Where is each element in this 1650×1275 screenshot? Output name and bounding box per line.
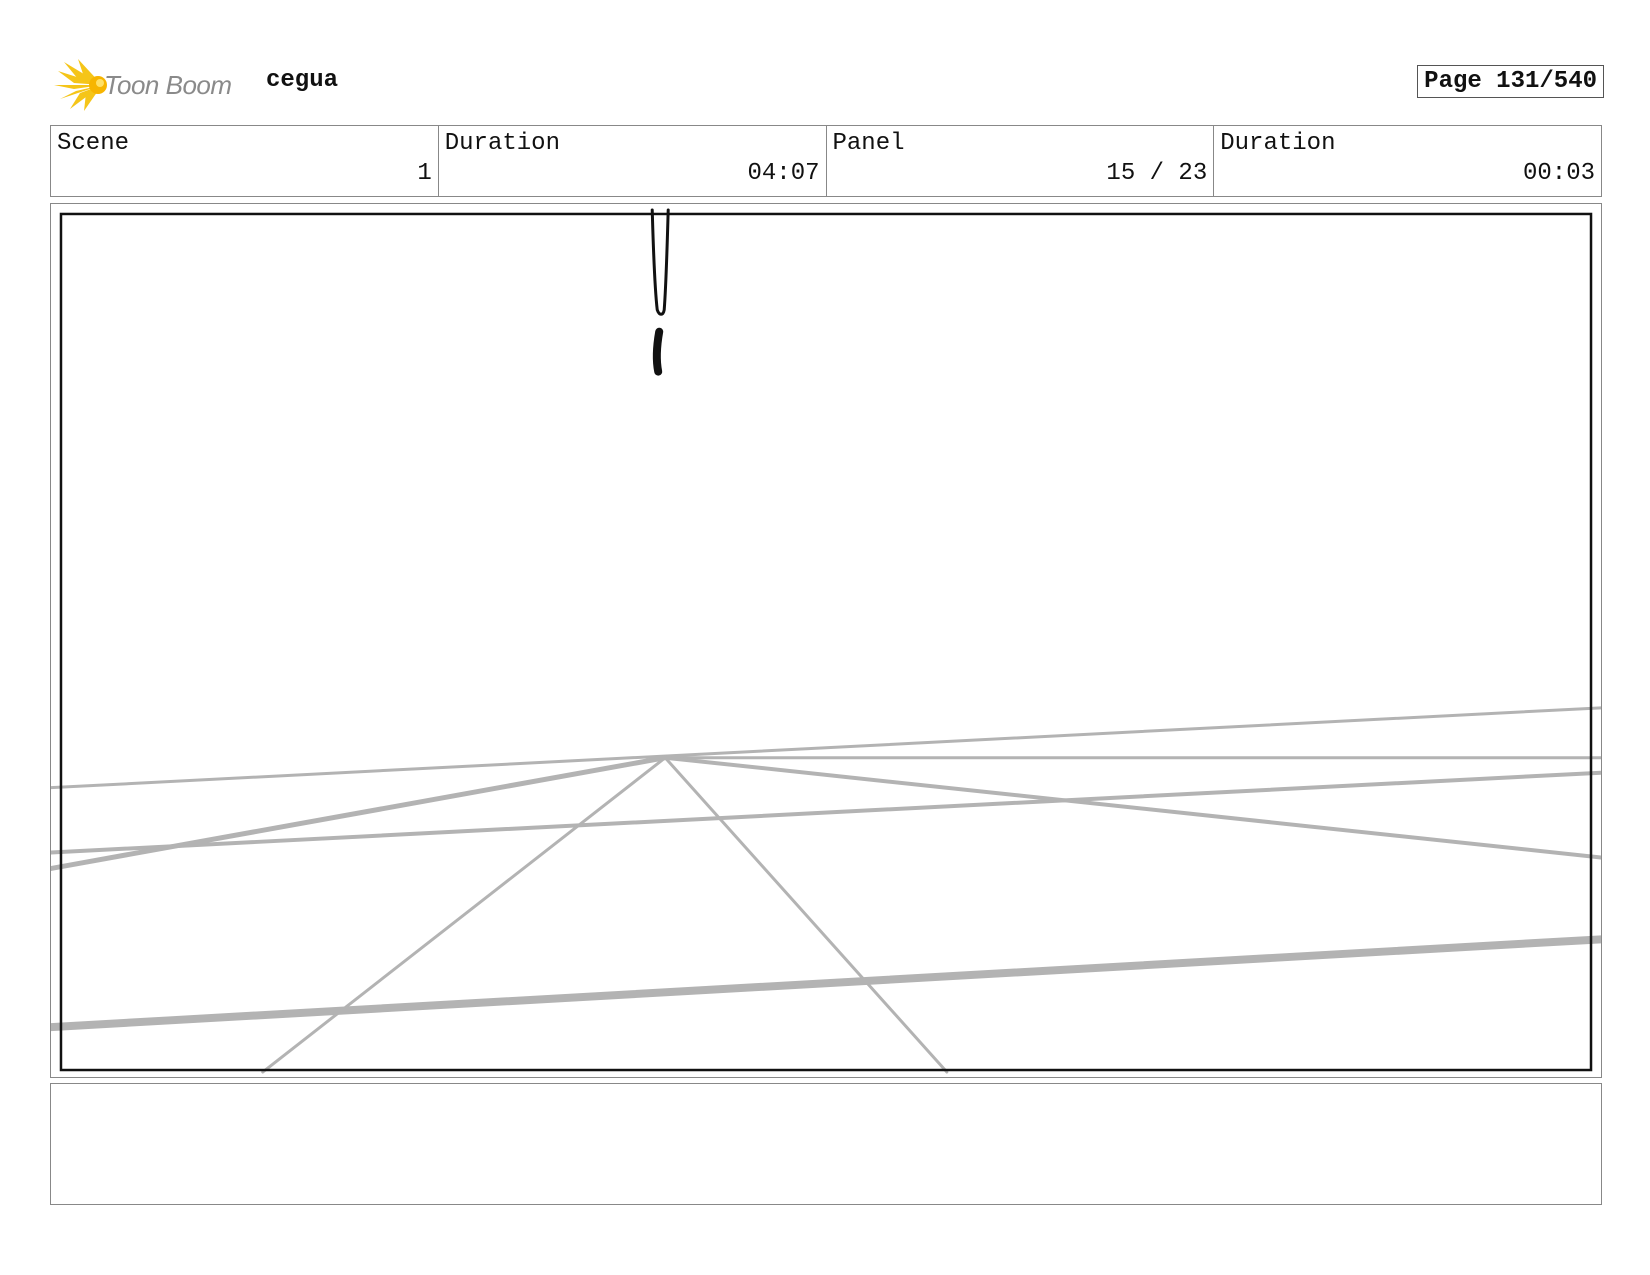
panel-duration-label: Duration — [1220, 130, 1336, 157]
perspective-line — [663, 756, 949, 1074]
panel-cell: Panel 15 / 23 — [827, 126, 1215, 196]
panel-duration-cell: Duration 00:03 — [1214, 126, 1601, 196]
ground-line — [51, 935, 1601, 1032]
camera-frame — [59, 212, 1593, 1072]
perspective-line — [261, 756, 667, 1074]
scene-value: 1 — [417, 160, 432, 187]
logo-text: Toon Boom — [104, 69, 232, 100]
scene-label: Scene — [57, 130, 130, 157]
project-title: cegua — [266, 67, 339, 94]
perspective-line — [51, 706, 1601, 790]
panel-value: 15 / 23 — [1106, 160, 1208, 187]
storyboard-panel — [50, 203, 1602, 1078]
toon-boom-logo: Toon Boom — [54, 59, 254, 111]
panel-drawing — [51, 208, 1601, 1074]
panel-label: Panel — [832, 130, 905, 157]
page-header: Toon Boom cegua Page 131/540 — [50, 55, 1604, 111]
page-number: Page 131/540 — [1417, 65, 1604, 98]
perspective-line — [51, 770, 1601, 855]
panel-notes-box — [50, 1083, 1602, 1205]
ink-stroke — [652, 327, 664, 376]
scene-duration-value: 04:07 — [747, 160, 820, 187]
toon-boom-logo-icon — [54, 59, 107, 111]
panel-info-table: Scene 1 Duration 04:07 Panel 15 / 23 Dur… — [50, 125, 1602, 197]
scene-cell: Scene 1 — [51, 126, 439, 196]
scene-duration-label: Duration — [444, 130, 560, 157]
perspective-line — [663, 755, 1601, 860]
panel-duration-value: 00:03 — [1522, 160, 1595, 187]
perspective-line — [51, 755, 668, 871]
scene-duration-cell: Duration 04:07 — [439, 126, 827, 196]
ink-stroke — [650, 208, 670, 316]
